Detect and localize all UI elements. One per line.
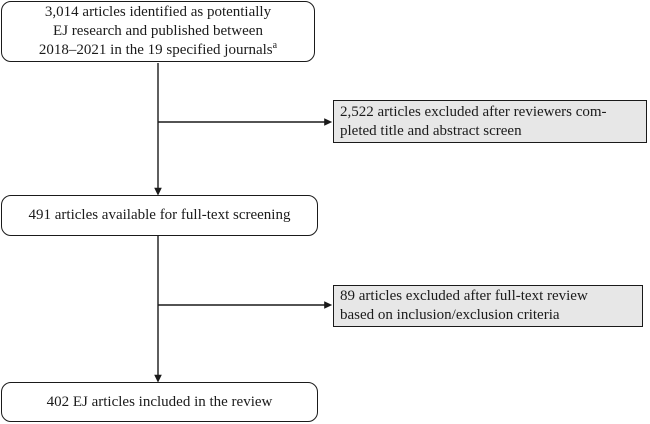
node-articles-identified: 3,014 articles identified as potentially…: [1, 1, 315, 62]
node-articles-identified-line: EJ research and published between: [53, 23, 263, 39]
node-excluded-title-abstract-line: pleted title and abstract screen: [340, 122, 522, 139]
node-articles-identified-line: 2018–2021 in the 19 specified journalsa: [39, 41, 277, 60]
node-excluded-fulltext-review: 89 articles excluded after full-text rev…: [333, 285, 643, 327]
arrow-identified-to-fulltext: [154, 63, 162, 196]
node-excluded-fulltext-review-line: based on inclusion/exclusion criteria: [340, 307, 560, 323]
node-articles-identified-line-text: 2018–2021 in the 19 specified journals: [38, 42, 273, 58]
node-articles-included: 402 EJ articles included in the review: [1, 382, 318, 422]
node-excluded-title-abstract-line: 2,522 articles excluded after reviewers …: [340, 103, 607, 120]
arrow-branch-to-excluded-fulltext: [158, 301, 333, 309]
node-excluded-fulltext-review-line: 89 articles excluded after full-text rev…: [340, 288, 588, 304]
footnote-marker: a: [272, 40, 278, 51]
node-excluded-title-abstract: 2,522 articles excluded after reviewers …: [333, 100, 647, 143]
node-articles-identified-line: 3,014 articles identified as potentially: [44, 4, 272, 20]
node-fulltext-screening: 491 articles available for full-text scr…: [1, 195, 318, 236]
arrow-fulltext-to-included: [154, 236, 162, 383]
node-fulltext-screening-line: 491 articles available for full-text scr…: [28, 207, 291, 223]
arrow-branch-to-excluded-screen: [158, 118, 333, 126]
node-articles-included-line: 402 EJ articles included in the review: [46, 393, 273, 410]
